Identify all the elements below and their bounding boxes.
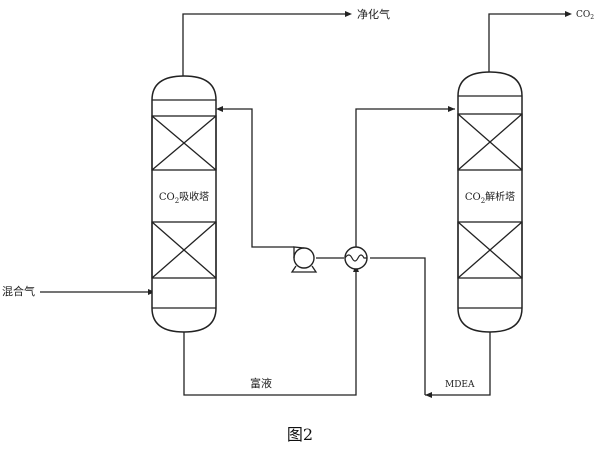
rich-liquid-label: 富液 (250, 376, 272, 390)
stripper-tower: CO2解析塔 (457, 71, 523, 333)
purified-gas-arrow (345, 11, 352, 17)
lean-solvent-arrow (425, 392, 432, 398)
pump-to-absorber-line (218, 108, 294, 248)
lean-solvent-riser (370, 257, 426, 395)
hx-to-stripper-arrow (448, 106, 455, 112)
rich-liquid-line (183, 268, 357, 396)
absorber-label: CO2吸收塔 (159, 190, 209, 205)
co2-outlet-label: CO2 (576, 10, 594, 21)
stripper-label: CO2解析塔 (465, 190, 515, 205)
purified-gas-label: 净化气 (357, 7, 390, 21)
absorber-tower: CO2吸收塔 (151, 75, 217, 333)
lean-solvent-bottom-line (425, 332, 491, 396)
absorber-packing-lower (151, 221, 217, 279)
co2-arrow (565, 11, 572, 17)
hx-to-stripper-line (355, 108, 455, 247)
lean-solvent-label: MDEA (445, 380, 475, 390)
stripper-packing-lower (457, 221, 523, 279)
pump-to-absorber-arrow (216, 106, 223, 112)
purified-gas-line (182, 13, 345, 76)
pump-icon (290, 246, 318, 273)
heat-exchanger-icon (344, 246, 368, 270)
absorber-packing-upper (151, 115, 217, 171)
mixed-gas-label: 混合气 (2, 284, 35, 298)
figure-caption: 图2 (287, 425, 313, 444)
stripper-packing-upper (457, 113, 523, 171)
co2-line (488, 13, 565, 72)
